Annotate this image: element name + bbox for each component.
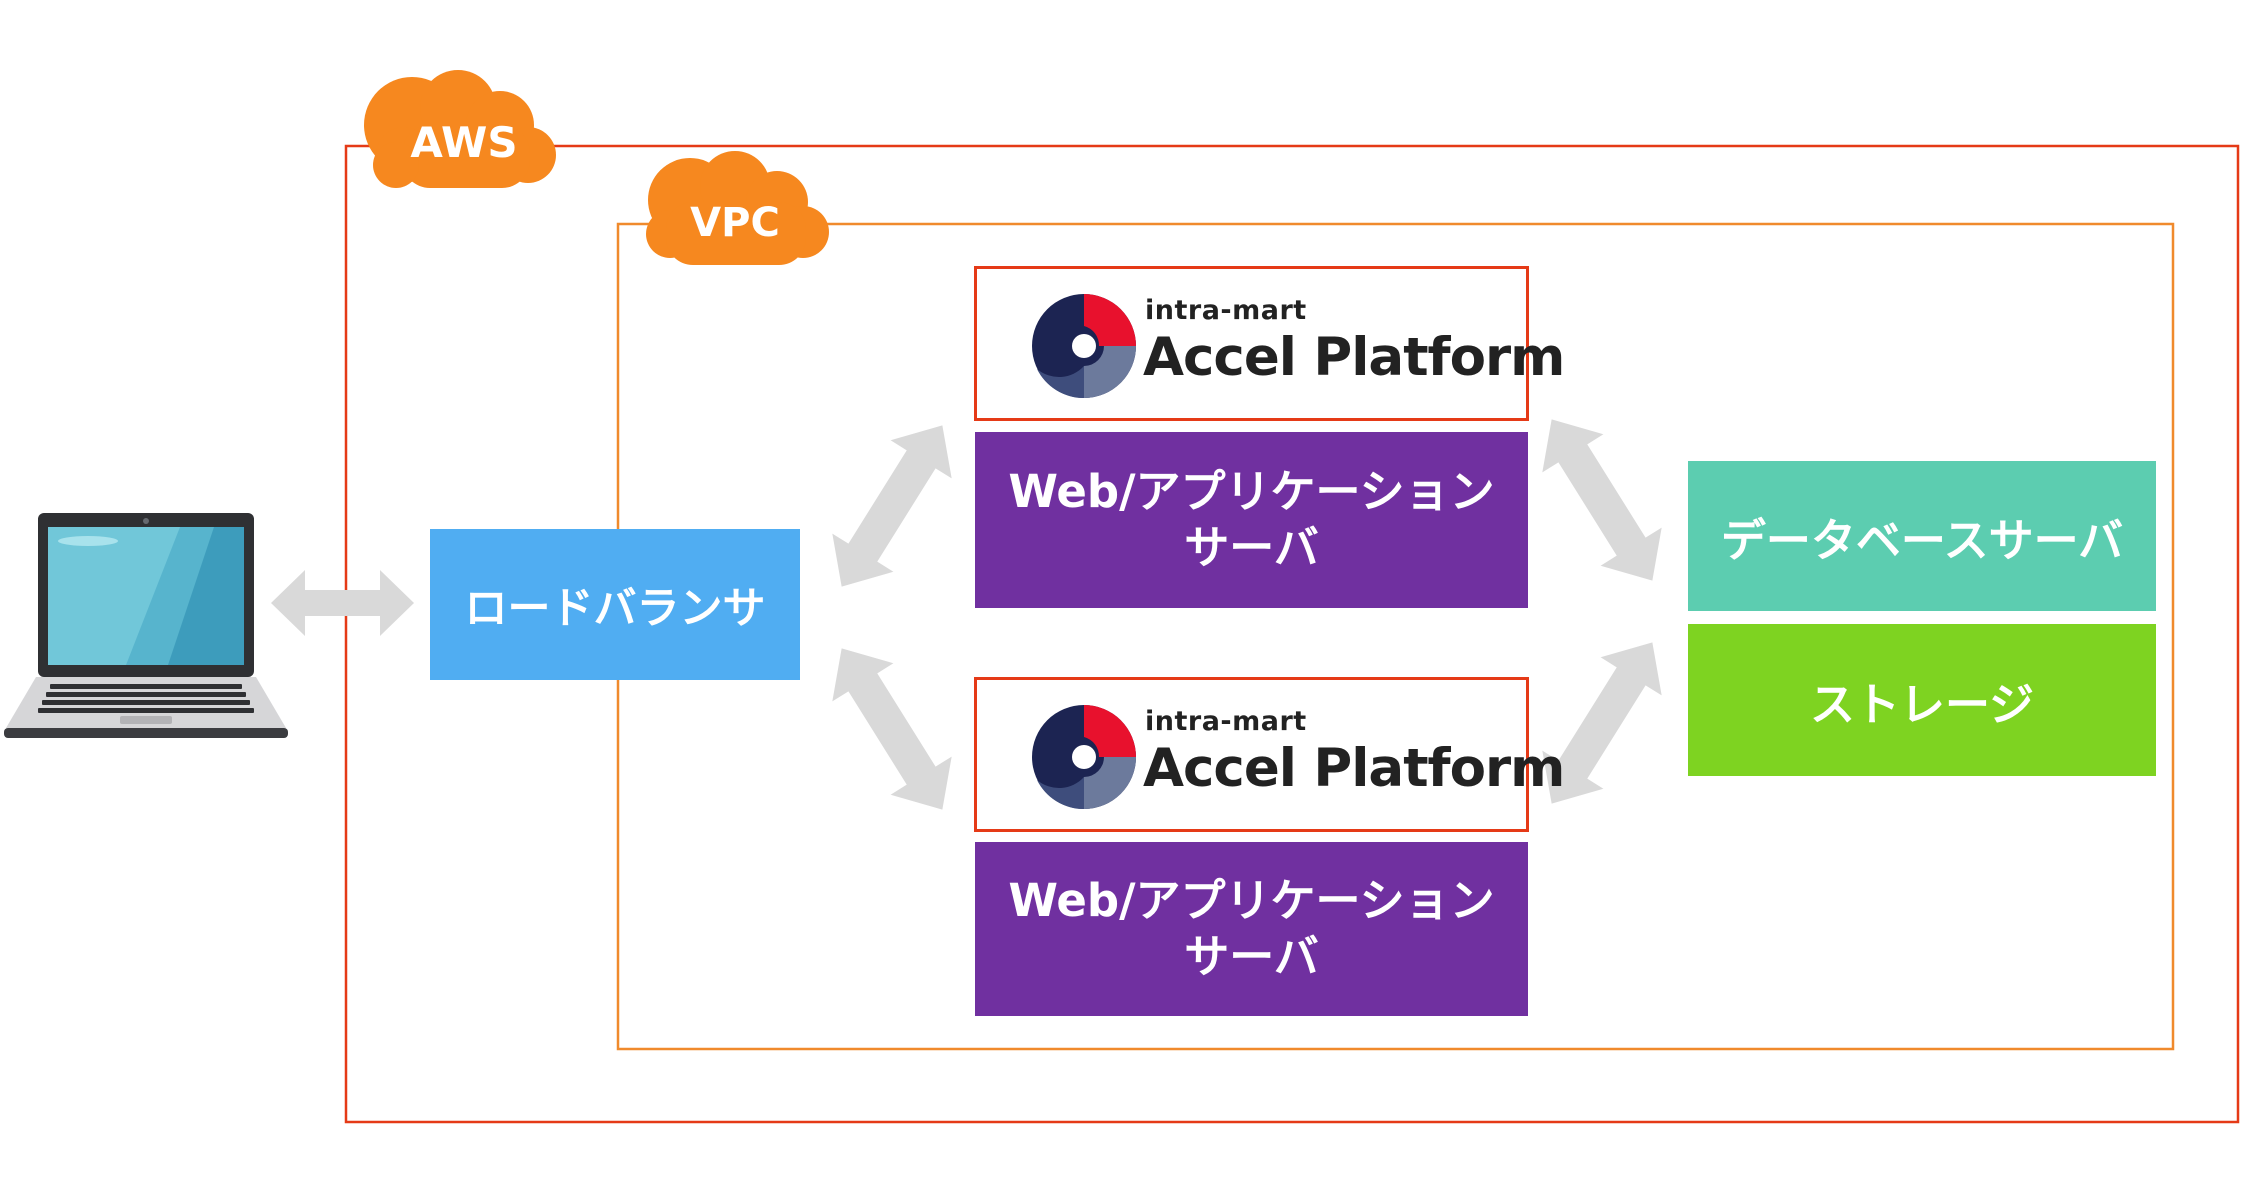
load-balancer-box[interactable]: ロードバランサ — [430, 529, 800, 680]
accel-platform-logo-icon — [1032, 705, 1136, 810]
lb-app1-arrow — [832, 425, 952, 587]
app-server-label-line1: Web/アプリケーション — [1008, 873, 1495, 927]
app-server-1-box[interactable]: Web/アプリケーション サーバ — [975, 432, 1528, 608]
vpc-label: VPC — [690, 200, 780, 246]
app-server-label-line2: サーバ — [1184, 930, 1319, 983]
logo-big-text: Accel Platform — [1143, 327, 1565, 388]
aws-cloud-icon — [364, 70, 556, 188]
logo-small-text: intra-mart — [1145, 295, 1307, 326]
storage-box[interactable]: ストレージ — [1688, 624, 2156, 776]
database-server-label: データベースサーバ — [1720, 513, 2124, 567]
logo-small-text: intra-mart — [1145, 706, 1307, 737]
app-server-label-line1: Web/アプリケーション — [1008, 464, 1495, 518]
aws-frame — [344, 144, 2240, 1124]
accel-platform-logo-2: intra-mart Accel Platform — [974, 677, 1565, 832]
database-server-box[interactable]: データベースサーバ — [1688, 461, 2156, 611]
laptop-icon — [4, 513, 288, 738]
laptop-lb-arrow — [271, 570, 414, 636]
vpc-cloud-icon — [646, 151, 829, 265]
accel-platform-logo-icon — [1032, 294, 1136, 399]
aws-label: AWS — [410, 118, 518, 167]
app1-db-arrow — [1542, 419, 1662, 581]
app-server-label-line2: サーバ — [1184, 521, 1319, 574]
load-balancer-label: ロードバランサ — [464, 583, 766, 634]
accel-platform-logo-1: intra-mart Accel Platform — [974, 266, 1565, 421]
lb-app2-arrow — [832, 648, 952, 810]
app-server-2-box[interactable]: Web/アプリケーション サーバ — [975, 842, 1528, 1016]
storage-label: ストレージ — [1809, 677, 2035, 731]
app2-storage-arrow — [1542, 642, 1662, 804]
logo-big-text: Accel Platform — [1143, 738, 1565, 799]
